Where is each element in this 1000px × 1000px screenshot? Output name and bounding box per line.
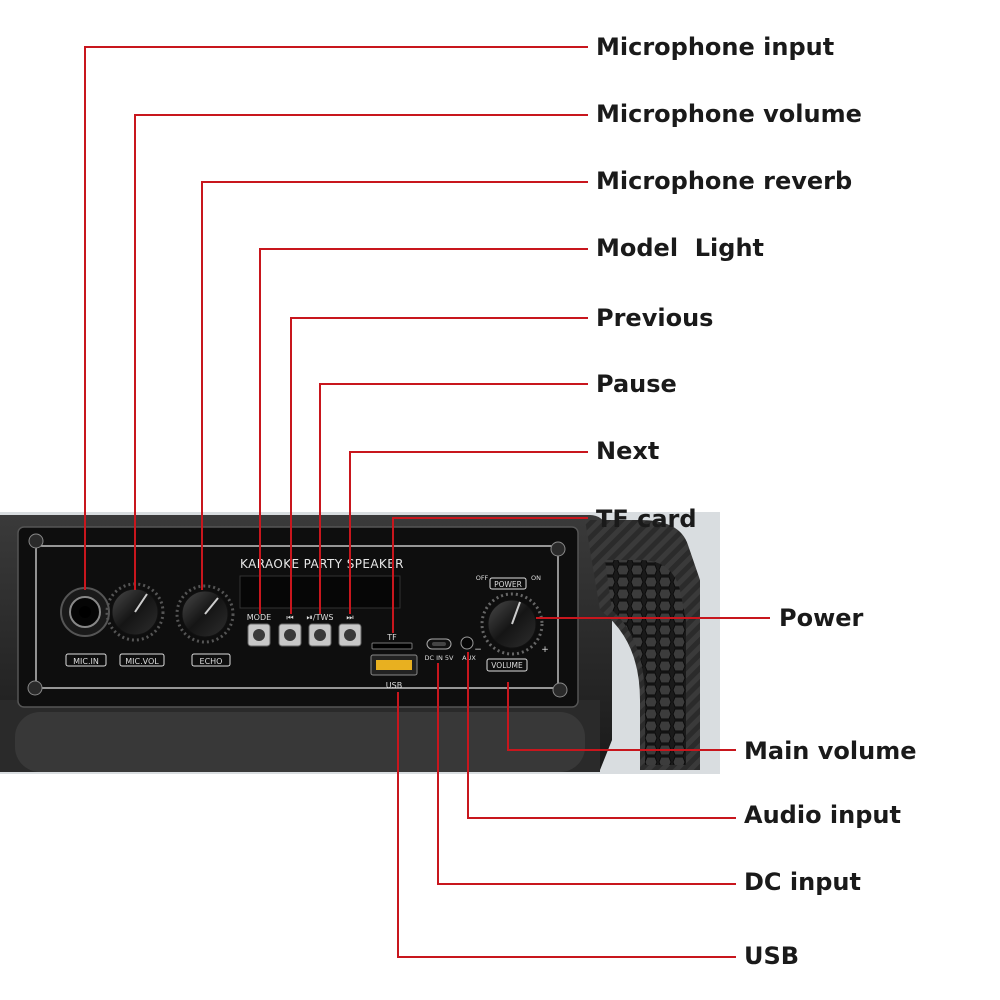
previous-button-cap <box>284 629 296 641</box>
volume-label-box <box>486 658 528 672</box>
mic-in-label: MIC.IN <box>73 657 99 666</box>
tf-card-slot[interactable] <box>371 642 413 650</box>
callout-next: Next <box>596 437 660 465</box>
pause-button-cap <box>314 629 326 641</box>
echo-label-box <box>191 653 231 667</box>
callout-pause: Pause <box>596 370 677 398</box>
mode-button-cap <box>253 629 265 641</box>
mic-in-label-box <box>65 653 107 667</box>
callout-usb: USB <box>744 942 800 970</box>
prev-label: ⏮ <box>286 613 293 622</box>
knob-indicator <box>204 597 219 615</box>
mic-vol-label: MIC.VOL <box>125 657 159 666</box>
on-label: ON <box>531 574 541 582</box>
play-tws-label: ⏯/TWS <box>307 613 334 622</box>
mode-label: MODE <box>247 613 271 622</box>
leader-line-tf-card <box>392 517 588 633</box>
leader-line-usb <box>397 692 736 958</box>
power-label: POWER <box>494 580 522 589</box>
power-volume-knob[interactable] <box>487 599 537 649</box>
knob-indicator <box>511 601 521 625</box>
echo-knurl <box>175 584 235 644</box>
leader-line-dc-input <box>437 663 736 885</box>
screw-icon <box>552 682 568 698</box>
knob-indicator <box>134 593 148 613</box>
speaker-recess <box>15 712 585 772</box>
mic-jack-hole <box>79 606 91 618</box>
panel-title: KARAOKE PARTY SPEAKER <box>240 557 404 571</box>
callout-audio-input: Audio input <box>744 801 901 829</box>
leader-line-microphone-reverb <box>201 181 588 590</box>
control-panel: KARAOKE PARTY SPEAKER MIC.IN MIC.VOL ECH… <box>17 526 579 708</box>
usb-port-tongue <box>376 660 412 670</box>
callout-microphone-reverb: Microphone reverb <box>596 167 853 195</box>
leader-line-next <box>349 451 588 614</box>
callout-microphone-input: Microphone input <box>596 33 835 61</box>
callout-tf-card: TF card <box>596 505 697 533</box>
leader-lines <box>84 46 770 958</box>
callout-power: Power <box>779 604 864 632</box>
screw-icon <box>28 533 44 549</box>
callout-dc-input: DC input <box>744 868 861 896</box>
handle-grille <box>605 560 686 765</box>
power-label-box <box>489 577 527 590</box>
leader-line-model-light <box>259 248 588 614</box>
volume-knurl <box>480 592 544 656</box>
volume-label: VOLUME <box>491 661 523 670</box>
callout-main-volume: Main volume <box>744 737 917 765</box>
dc-in-label: DC IN 5V <box>424 654 454 662</box>
leader-line-microphone-input <box>84 46 588 590</box>
leader-line-main-volume <box>507 682 736 751</box>
callout-microphone-volume: Microphone volume <box>596 100 862 128</box>
off-label: OFF <box>476 574 489 582</box>
dc-port-inner <box>432 642 446 646</box>
next-label: ⏭ <box>346 613 353 622</box>
aux-input-jack[interactable] <box>460 636 474 650</box>
screw-icon <box>27 680 43 696</box>
minus-label: − <box>474 645 482 655</box>
echo-label: ECHO <box>200 657 223 666</box>
leader-line-microphone-volume <box>134 114 588 590</box>
next-button-cap <box>344 629 356 641</box>
callout-model-light: Model Light <box>596 234 765 262</box>
usb-label: USB <box>386 681 402 690</box>
aux-label: AUX <box>462 654 476 662</box>
tf-label: TF <box>386 633 397 642</box>
leader-line-previous <box>290 317 588 614</box>
leader-line-pause <box>319 383 588 614</box>
leader-line-audio-input <box>467 652 736 819</box>
mic-vol-label-box <box>119 653 165 667</box>
plus-label: + <box>541 645 549 655</box>
callout-previous: Previous <box>596 304 714 332</box>
screw-icon <box>550 541 566 557</box>
